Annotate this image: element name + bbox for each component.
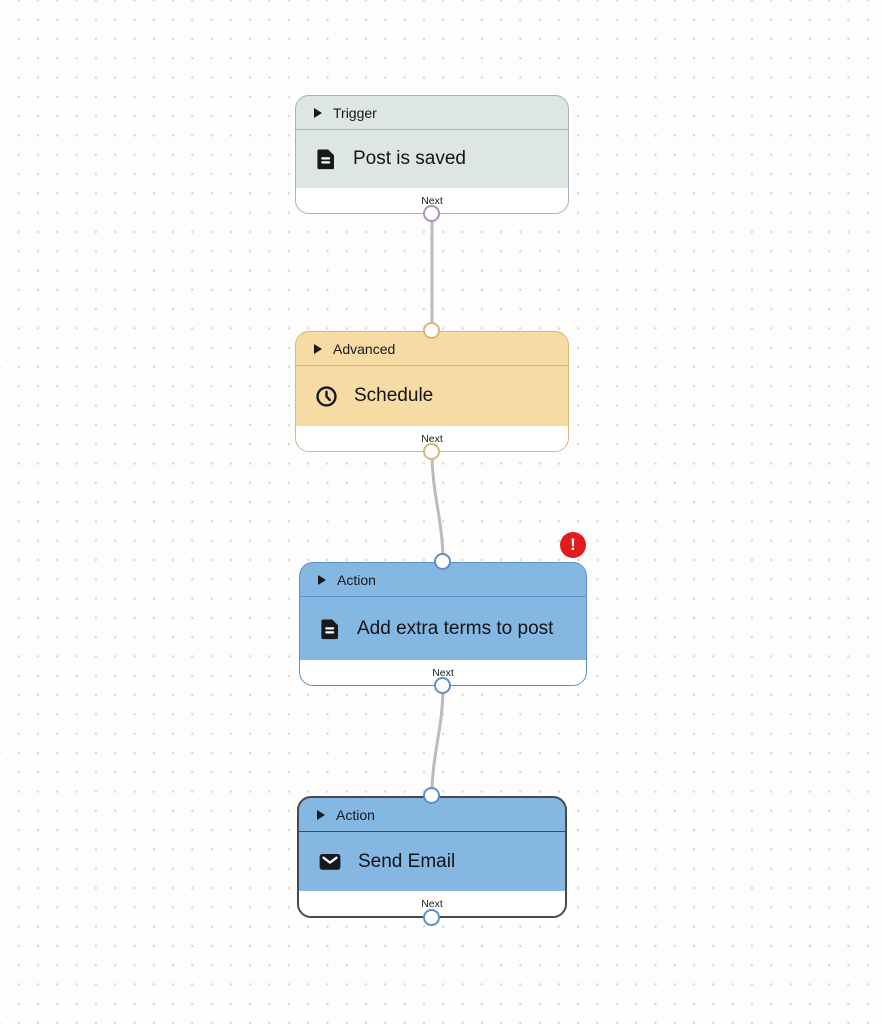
node-title: Schedule (354, 385, 434, 406)
envelope-icon (317, 849, 343, 875)
node-body[interactable]: Send Email (299, 832, 565, 891)
collapse-triangle-icon[interactable] (314, 107, 322, 118)
node-category-label: Advanced (333, 340, 396, 357)
next-output-label: Next (432, 666, 454, 679)
collapse-triangle-icon[interactable] (318, 574, 326, 585)
node-category-label: Action (337, 571, 376, 588)
collapse-triangle-icon[interactable] (314, 343, 322, 354)
node-header[interactable]: Action (299, 798, 565, 832)
node-advanced-schedule[interactable]: Advanced Schedule Next (295, 331, 569, 452)
input-port-action-send-email[interactable] (423, 787, 440, 804)
collapse-triangle-icon[interactable] (317, 809, 325, 820)
next-output-label: Next (421, 432, 443, 445)
next-output-label: Next (421, 194, 443, 207)
connector-advanced-to-action1[interactable] (430, 451, 445, 563)
input-port-advanced[interactable] (423, 322, 440, 339)
output-port-action-send-email[interactable] (423, 909, 440, 926)
error-badge[interactable]: ! (560, 532, 586, 558)
clock-icon (314, 384, 339, 409)
node-title: Send Email (358, 850, 456, 872)
output-port-action-add-extra-terms[interactable] (434, 677, 451, 694)
node-body[interactable]: Add extra terms to post (300, 597, 586, 660)
node-body[interactable]: Post is saved (296, 130, 568, 188)
node-category-label: Trigger (333, 104, 377, 121)
node-title: Post is saved (353, 148, 466, 169)
input-port-action-add-extra-terms[interactable] (434, 553, 451, 570)
output-port-advanced[interactable] (423, 443, 440, 460)
node-header[interactable]: Trigger (296, 96, 568, 130)
node-category-label: Action (336, 806, 375, 823)
output-port-trigger[interactable] (423, 205, 440, 222)
error-exclamation-icon: ! (570, 535, 576, 554)
next-output-label: Next (421, 897, 443, 910)
document-icon (318, 617, 342, 641)
node-action-add-extra-terms[interactable]: Action Add extra terms to post Next (299, 562, 587, 686)
node-header[interactable]: Advanced (296, 332, 568, 366)
connector-action1-to-action2[interactable] (430, 685, 445, 797)
node-action-send-email[interactable]: Action Send Email Next (297, 796, 567, 918)
node-body[interactable]: Schedule (296, 366, 568, 426)
node-title: Add extra terms to post (357, 617, 554, 639)
node-header[interactable]: Action (300, 563, 586, 597)
node-trigger-post-is-saved[interactable]: Trigger Post is saved Next (295, 95, 569, 214)
document-icon (314, 147, 338, 171)
